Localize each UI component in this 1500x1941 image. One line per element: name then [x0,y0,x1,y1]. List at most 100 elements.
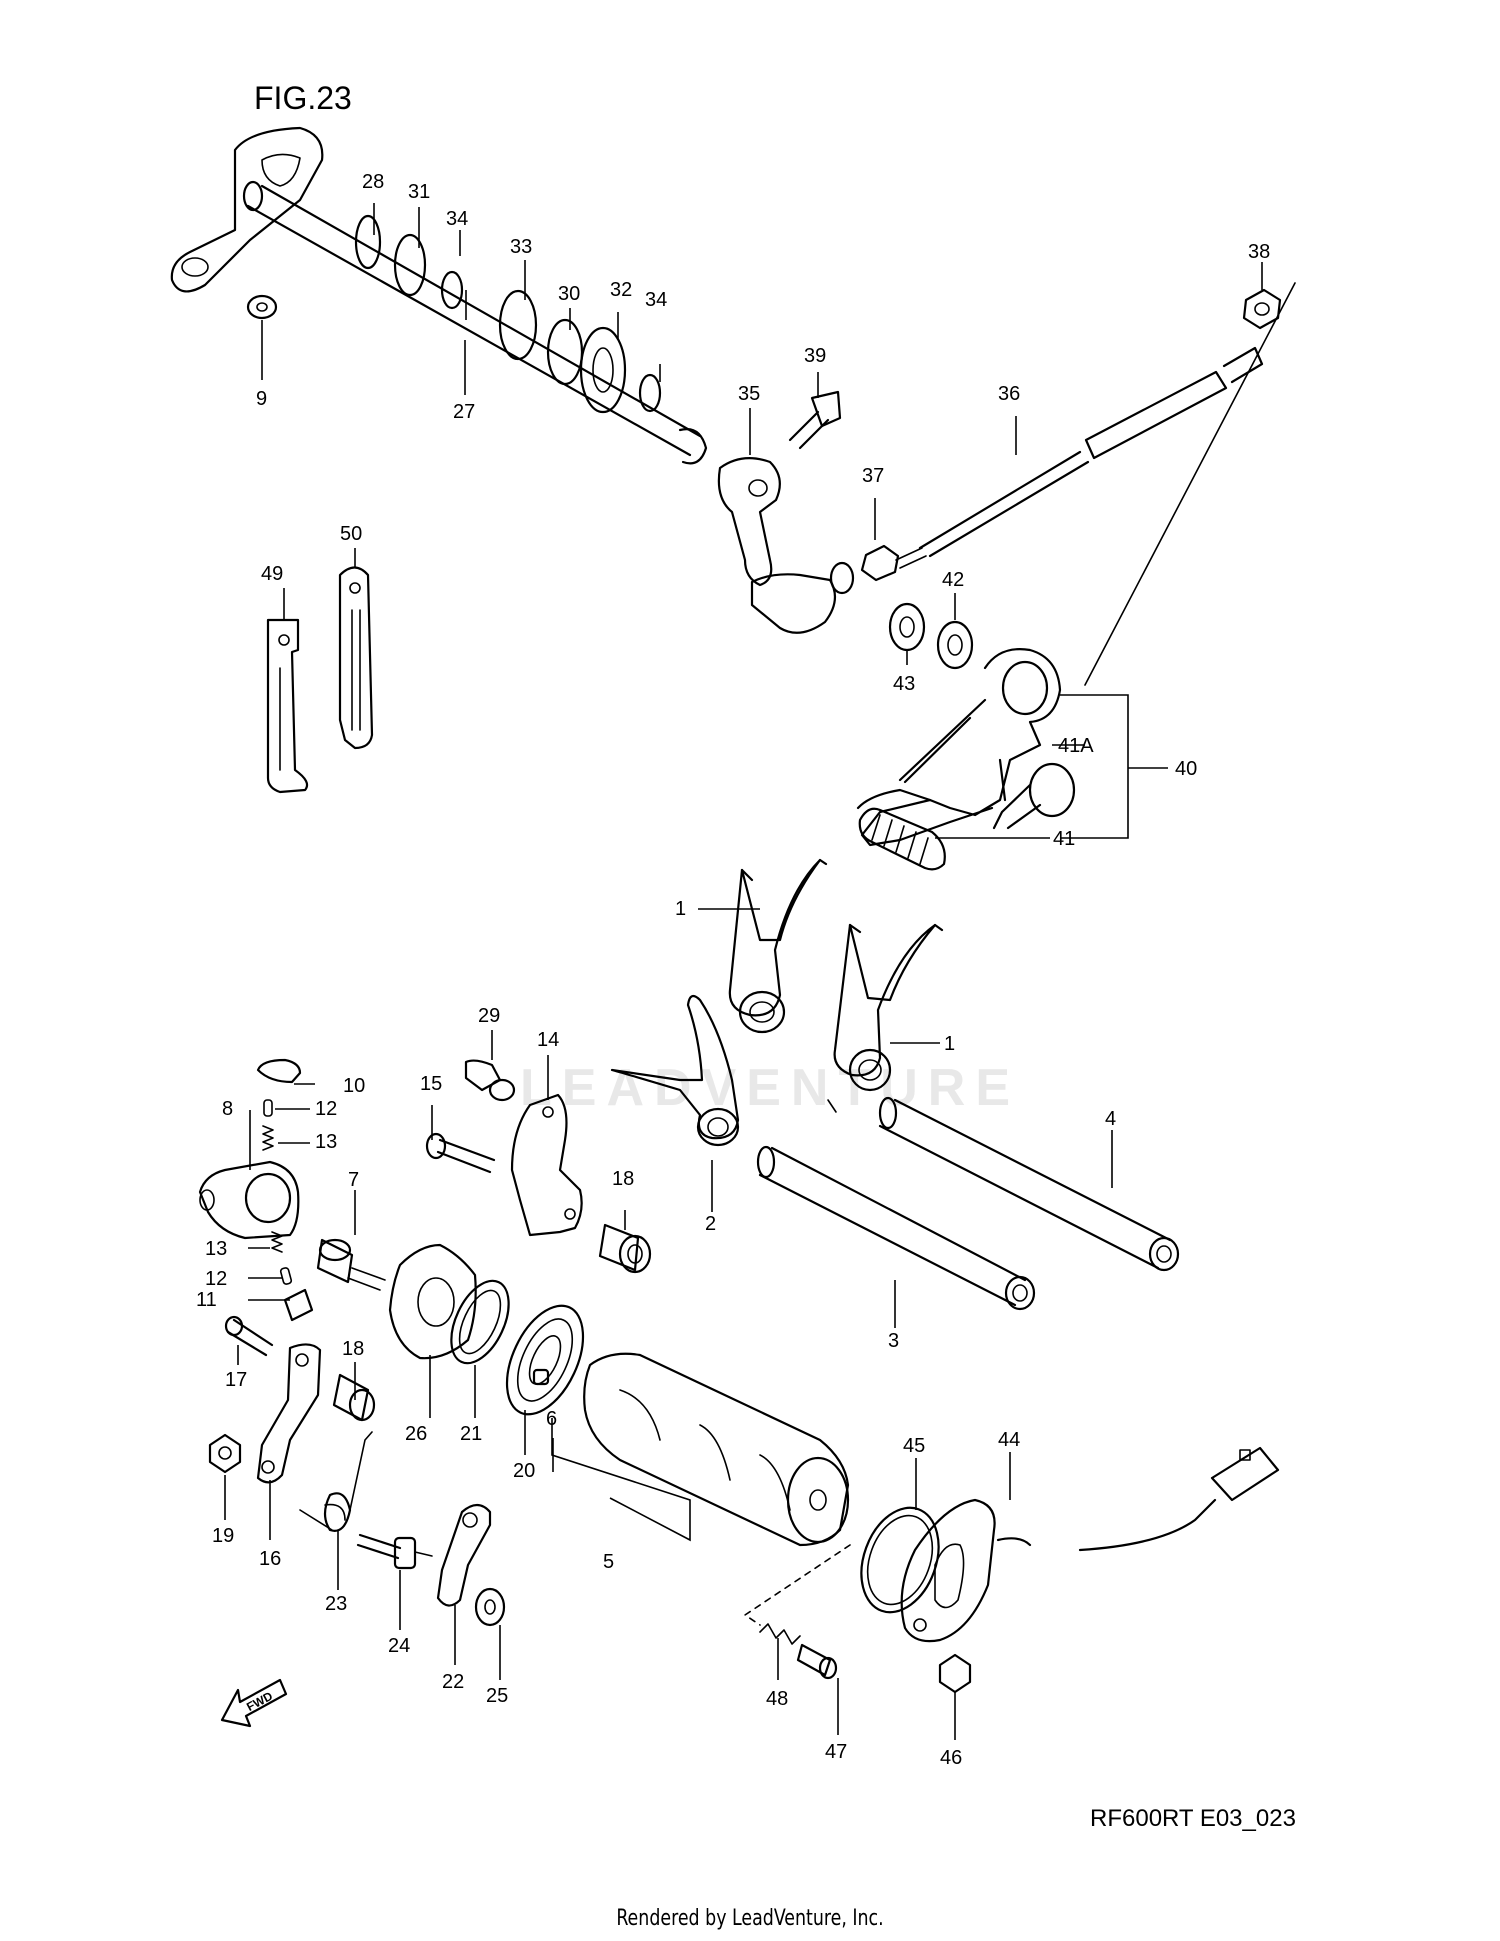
lever-16 [256,1343,322,1484]
callout: 27 [453,401,475,423]
shift-fork-1-upper [728,858,828,1034]
callout: 36 [998,383,1020,405]
stopper-cap-10 [256,1058,302,1084]
callout: 22 [442,1671,464,1693]
bushing-18-upper [598,1223,652,1274]
cover-50 [338,566,374,750]
spring-13 [262,1125,283,1253]
fwd-label: FWD [244,1689,275,1714]
callout: 30 [558,283,580,305]
bolt-17 [224,1315,274,1357]
pin-7 [316,1238,386,1291]
ball-joint [750,561,855,634]
figure-title: FIG.23 [254,80,352,116]
callout: 13 [315,1131,337,1153]
callout: 4 [1105,1108,1116,1130]
link-rod-36 [895,346,1264,569]
callout: 41 [1053,828,1075,850]
callout: 29 [478,1005,500,1027]
callout: 21 [460,1423,482,1445]
spring-48 [759,1623,801,1645]
gear-shift-shaft [170,126,708,465]
callout: 12 [205,1268,227,1290]
leader-lines [224,203,1263,1740]
callout: 34 [645,289,667,311]
callout-labels: 1 1 2 3 4 5 6 7 8 9 10 11 12 12 13 13 14… [196,171,1270,1769]
callout: 46 [940,1747,962,1769]
callout: 38 [1248,241,1270,263]
washer-25 [474,1587,506,1627]
watermark: LEADVENTURE [520,1059,1021,1117]
callout: 43 [893,673,915,695]
cam-stopper-11 [283,1288,314,1322]
washer-9 [246,294,278,320]
gear-shift-lever-40 [856,648,1076,847]
shift-fork-1-right [827,923,944,1113]
callout: 8 [222,1098,233,1120]
o-ring-45 [860,1506,940,1614]
callout: 40 [1175,758,1197,780]
washer-43 [888,602,926,652]
callout: 34 [446,208,468,230]
callout: 10 [343,1075,365,1097]
callout: 9 [256,388,267,410]
nut-37 [860,544,900,582]
callout: 35 [738,383,760,405]
callout: 49 [261,563,283,585]
callout: 2 [705,1213,716,1235]
callout: 18 [612,1168,634,1190]
callout: 5 [603,1551,614,1573]
pin-6 [532,1368,550,1386]
callout: 15 [420,1073,442,1095]
bushing-18-lower [332,1373,376,1422]
callout: 25 [486,1685,508,1707]
pin-12 [263,1099,293,1285]
cover-49 [266,618,309,794]
shift-arm-35 [717,457,781,587]
spring-23 [299,1431,373,1532]
nut-19 [208,1433,242,1474]
callout: 3 [888,1330,899,1352]
callout: 50 [340,523,362,545]
fwd-arrow-icon: FWD [220,1678,288,1728]
callout: 14 [537,1029,559,1051]
callout: 1 [675,898,686,920]
callout: 19 [212,1525,234,1547]
callout: 18 [342,1338,364,1360]
callout: 6 [546,1408,557,1430]
callout: 12 [315,1098,337,1120]
footer-credit: Rendered by LeadVenture, Inc. [616,1906,884,1931]
shaft-spacers [354,214,662,414]
callout: 32 [610,279,632,301]
callout: 1 [944,1033,955,1055]
callout: 17 [225,1369,247,1391]
callout: 33 [510,236,532,258]
callout: 26 [405,1423,427,1445]
callout: 39 [804,345,826,367]
callout: 23 [325,1593,347,1615]
bolt-15 [425,1132,496,1174]
callout: 28 [362,171,384,193]
callout: 20 [513,1460,535,1482]
dashed-assembly-line [744,1544,851,1626]
switch-44 [900,1498,996,1643]
switch-wire [996,1446,1280,1552]
tie-line-38 [1084,282,1296,686]
figure-code: RF600RT E03_023 [1090,1805,1296,1832]
lever-22 [436,1503,492,1607]
cam-driven-gear-26 [388,1243,477,1360]
bolt-29 [464,1059,516,1102]
callout: 37 [862,465,884,487]
plate-21 [450,1279,510,1365]
callout: 13 [205,1238,227,1260]
plunger-47 [796,1643,838,1680]
callout: 42 [942,569,964,591]
shift-fork-2 [610,994,740,1147]
callout: 7 [348,1169,359,1191]
callout: 16 [259,1548,281,1570]
fork-shaft-3 [756,1145,1036,1311]
callout: 47 [825,1741,847,1763]
bolt-46 [938,1653,972,1694]
